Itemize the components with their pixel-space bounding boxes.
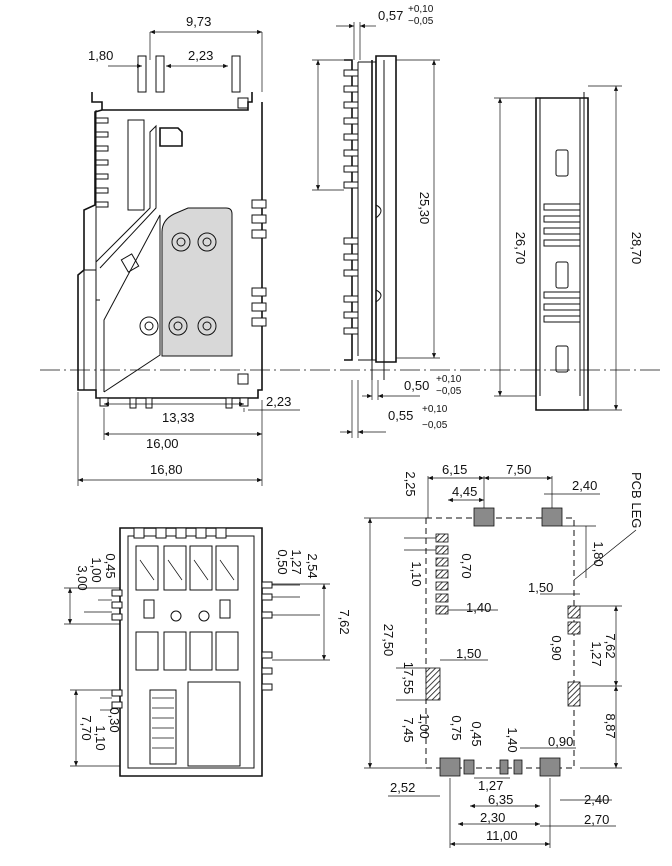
dim-fp-2-70: 2,70 — [584, 812, 609, 827]
dim-top-16-80: 16,80 — [150, 462, 183, 477]
dim-fp-17-55: 17,55 — [401, 662, 416, 695]
dim-side-25-30: 25,30 — [417, 192, 432, 225]
dim-fp-1-80: 1,80 — [591, 541, 606, 566]
dim-fp-1-40: 1,40 — [466, 600, 491, 615]
dim-bottom-1-00: 1,00 — [89, 557, 104, 582]
dim-fp-2-30: 2,30 — [480, 810, 505, 825]
dim-end-26-70: 26,70 — [513, 232, 528, 265]
dim-end-28-70: 28,70 — [629, 232, 644, 265]
tol-minus: −0,05 — [422, 420, 448, 431]
dim-fp-2-40-top: 2,40 — [572, 478, 597, 493]
footprint-right-pads — [567, 605, 581, 707]
dim-side-0-55: 0,55 — [388, 408, 413, 423]
dim-fp-0-70: 0,70 — [459, 553, 474, 578]
dim-fp-0-45: 0,45 — [469, 721, 484, 746]
dim-bottom-7-62: 7,62 — [337, 609, 352, 634]
side-pins — [343, 69, 359, 335]
dim-fp-1-27-right: 1,27 — [589, 641, 604, 666]
dim-fp-2-52: 2,52 — [390, 780, 415, 795]
dim-top-9-73: 9,73 — [186, 14, 211, 29]
dim-top-13-33: 13,33 — [162, 410, 195, 425]
tol-plus: +0,10 — [408, 4, 434, 15]
pad — [473, 507, 495, 527]
dim-fp-2-25: 2,25 — [403, 471, 418, 496]
top-contacts — [139, 232, 217, 336]
tol-minus: −0,05 — [408, 16, 434, 27]
top-left-pins — [95, 117, 109, 208]
dim-fp-6-35: 6,35 — [488, 792, 513, 807]
bottom-contacts-mid — [135, 599, 239, 671]
end-clips — [543, 203, 581, 323]
bottom-view: 3,00 1,00 0,45 0,50 1,27 2,54 7,62 7,70 … — [64, 527, 352, 777]
pad — [425, 667, 441, 701]
top-bottom-pins — [99, 397, 249, 409]
dim-bottom-7-70: 7,70 — [79, 715, 94, 740]
dim-fp-0-90-right: 0,90 — [549, 635, 564, 660]
contact-plate — [161, 207, 233, 357]
dim-fp-7-45: 7,45 — [401, 717, 416, 742]
end-view: 26,70 28,70 — [494, 85, 644, 411]
dim-fp-1-00: 1,00 — [417, 713, 432, 738]
dim-bottom-1-27: 1,27 — [289, 549, 304, 574]
tol-plus: +0,10 — [436, 374, 462, 385]
bottom-contacts-top — [133, 527, 239, 591]
tol-minus: −0,05 — [436, 386, 462, 397]
dim-side-0-57: 0,57 — [378, 8, 403, 23]
dim-bottom-0-30: 0,30 — [107, 707, 122, 732]
dim-fp-1-50-top: 1,50 — [528, 580, 553, 595]
dim-fp-7-62: 7,62 — [603, 633, 618, 658]
pcb-leg-label: PCB LEG — [629, 472, 644, 528]
dim-fp-11-00: 11,00 — [486, 828, 518, 843]
dim-bottom-0-45: 0,45 — [103, 553, 118, 578]
dim-top-16-00: 16,00 — [146, 436, 179, 451]
tol-plus: +0,10 — [422, 404, 448, 415]
dim-top-2-23-right: 2,23 — [266, 394, 291, 409]
dim-fp-0-75: 0,75 — [449, 715, 464, 740]
dim-top-1-80: 1,80 — [88, 48, 113, 63]
pcb-footprint: PCB LEG 6,15 7,50 4,45 2,25 2,40 1,80 27… — [364, 462, 644, 848]
dim-side-0-50: 0,50 — [404, 378, 429, 393]
footprint-bottom-pads — [439, 757, 561, 777]
dim-fp-0-90-bot: 0,90 — [548, 734, 573, 749]
dim-fp-1-10: 1,10 — [409, 561, 424, 586]
top-right-pins — [251, 199, 267, 327]
dim-fp-8-87: 8,87 — [603, 713, 618, 738]
dim-top-2-23: 2,23 — [188, 48, 213, 63]
footprint-left-pads — [435, 533, 449, 615]
top-view: 9,73 1,80 2,23 13,33 16,00 16,80 2,23 — [77, 14, 300, 486]
dim-fp-27-50: 27,50 — [381, 624, 396, 657]
bottom-slot-lines — [152, 697, 174, 749]
side-view: 0,57 +0,10 −0,05 25,30 0,50 +0,10 −0,05 … — [312, 4, 462, 438]
dim-fp-2-40-bot: 2,40 — [584, 792, 609, 807]
sim-card-icon — [159, 127, 183, 147]
dim-bottom-2-54: 2,54 — [305, 553, 320, 578]
dim-bottom-1-10: 1,10 — [93, 725, 108, 750]
dim-bottom-0-50: 0,50 — [275, 549, 290, 574]
dim-fp-7-50: 7,50 — [506, 462, 531, 477]
bottom-right-pins — [261, 581, 273, 691]
bottom-left-pins — [111, 589, 123, 709]
dim-fp-1-50-mid: 1,50 — [456, 646, 481, 661]
dim-fp-1-40-bot: 1,40 — [505, 727, 520, 752]
pad — [541, 507, 563, 527]
dim-fp-6-15: 6,15 — [442, 462, 467, 477]
dim-fp-1-27-bot: 1,27 — [478, 778, 503, 793]
dim-bottom-3-00: 3,00 — [75, 565, 90, 590]
dim-fp-4-45: 4,45 — [452, 484, 477, 499]
